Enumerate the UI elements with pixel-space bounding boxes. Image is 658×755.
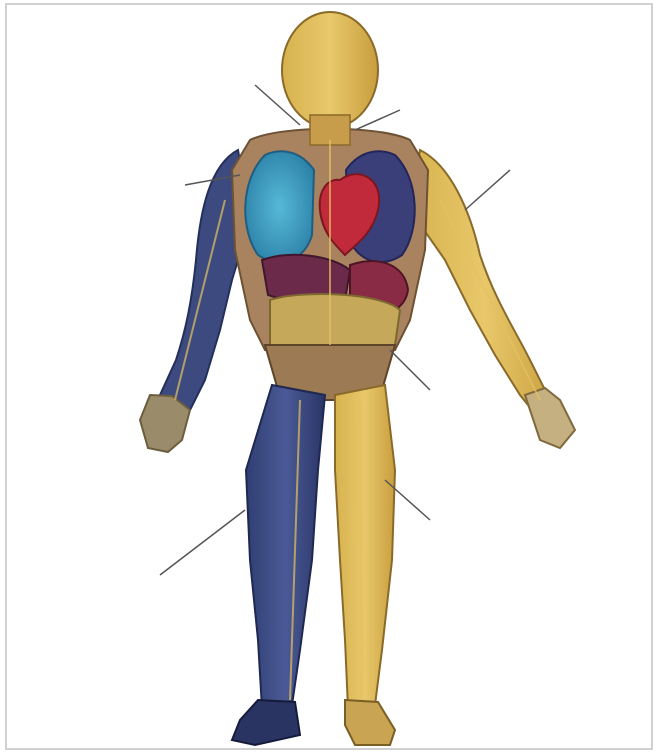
right-hand bbox=[525, 388, 575, 448]
left-lung bbox=[245, 151, 314, 262]
right-leg bbox=[335, 385, 395, 708]
right-arm bbox=[410, 150, 560, 420]
callout-shoulder-arm-zone bbox=[465, 170, 510, 210]
left-hand bbox=[140, 395, 190, 452]
right-foot bbox=[345, 700, 395, 745]
head bbox=[282, 12, 378, 128]
callout-abdomen-zone bbox=[390, 350, 430, 390]
callout-left-leg-zone bbox=[160, 510, 245, 575]
left-leg bbox=[246, 385, 325, 708]
left-foot bbox=[232, 700, 300, 745]
